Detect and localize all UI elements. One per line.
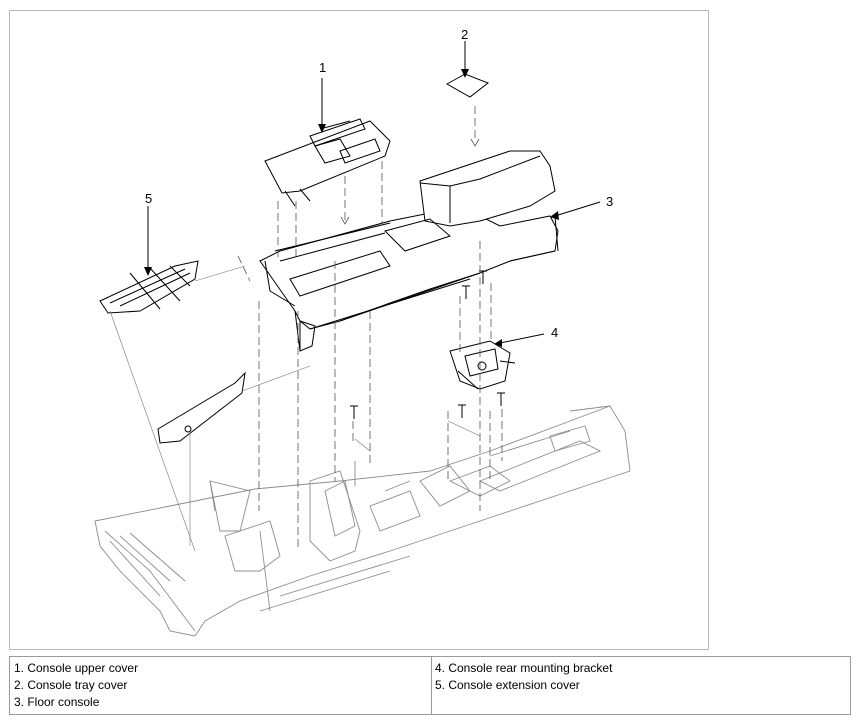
side-trim-panel	[157, 371, 246, 444]
console-rear-mounting-bracket	[449, 340, 516, 390]
exploded-view-diagram: 1 2 3 4 5	[9, 10, 709, 650]
screws	[350, 270, 505, 419]
parts-legend: 1. Console upper cover 2. Console tray c…	[9, 656, 851, 715]
callout-arrows	[147, 41, 601, 344]
dashed-arrowheads	[340, 138, 480, 225]
callout-3: 3	[606, 194, 614, 209]
console-upper-cover	[264, 118, 391, 207]
legend-item: 3. Floor console	[14, 695, 100, 709]
assembly-lines	[237, 106, 503, 551]
console-extension-cover	[99, 260, 199, 314]
console-tray-cover	[445, 73, 490, 98]
legend-item: 4. Console rear mounting bracket	[435, 661, 613, 675]
callout-2: 2	[461, 27, 469, 42]
legend-item: 1. Console upper cover	[14, 661, 139, 675]
floor-frame	[94, 405, 631, 637]
legend-column-right: 4. Console rear mounting bracket 5. Cons…	[431, 657, 850, 714]
legend-item: 5. Console extension cover	[435, 678, 580, 692]
callout-arrowheads	[144, 69, 559, 347]
callout-4: 4	[551, 325, 559, 340]
callout-5: 5	[145, 191, 153, 206]
floor-console	[259, 150, 559, 352]
callout-1: 1	[319, 60, 327, 75]
assembly-guide-lines	[109, 265, 481, 552]
legend-column-left: 1. Console upper cover 2. Console tray c…	[10, 657, 432, 714]
diagram-drawing	[94, 41, 631, 637]
legend-item: 2. Console tray cover	[14, 678, 128, 692]
